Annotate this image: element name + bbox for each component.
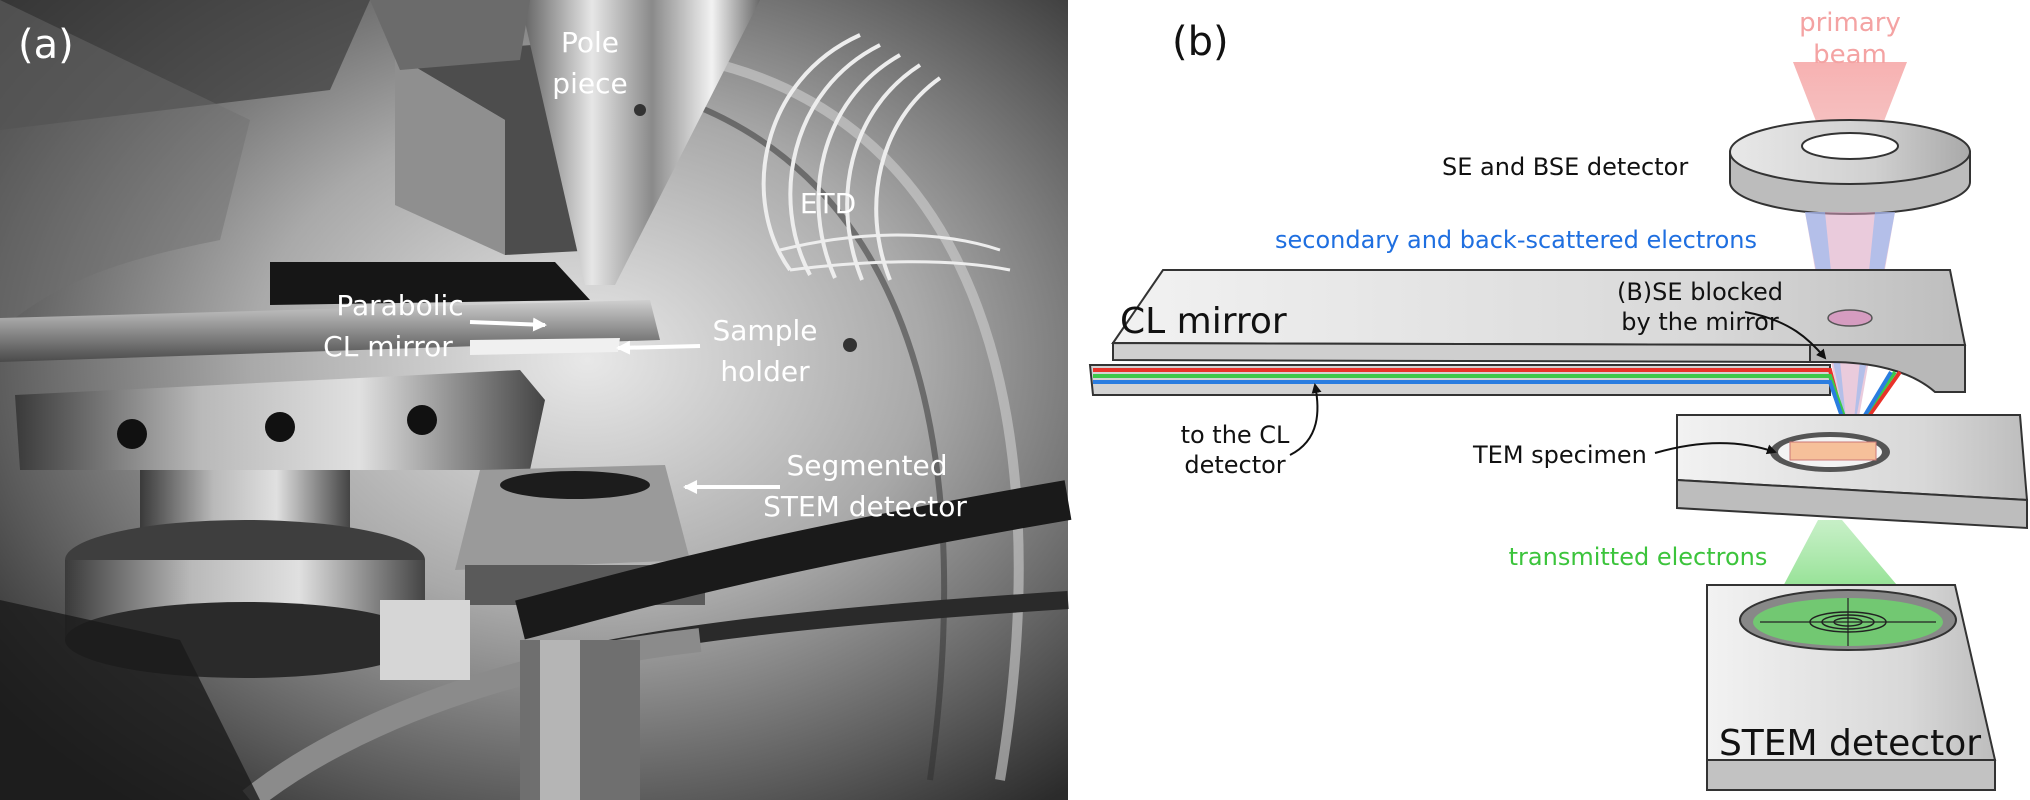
mirror-arrow — [469, 317, 547, 332]
to-cl-label-line1: to the CL — [1181, 421, 1290, 449]
panel-b-label: (b) — [1172, 19, 1229, 65]
etd-cage — [761, 33, 1011, 281]
blocked-label-line2: by the mirror — [1621, 308, 1779, 336]
mirror-label-line2: CL mirror — [323, 330, 453, 363]
stem-label-line2: STEM detector — [763, 490, 967, 523]
cl-mirror — [1088, 269, 1967, 396]
stem-label-line1: Segmented — [787, 449, 948, 482]
blocked-arrow — [1744, 311, 1827, 360]
transmitted-label: transmitted electrons — [1509, 543, 1768, 571]
primary-beam-label-line2: beam — [1813, 40, 1887, 70]
holder-label-line2: holder — [720, 355, 810, 388]
panel-a-photo — [0, 0, 1072, 800]
to-cl-arrow — [1289, 383, 1322, 456]
primary-beam-label-line1: primary — [1799, 8, 1901, 38]
pole-piece-label-line2: piece — [552, 67, 627, 100]
to-cl-label-line2: detector — [1184, 451, 1285, 479]
se-bse-detector-label: SE and BSE detector — [1442, 153, 1688, 181]
panel-a-label: (a) — [18, 22, 74, 68]
pole-piece — [370, 0, 760, 285]
etd-label: ETD — [800, 187, 856, 220]
panel-a-labels: (a) Pole piece ETD Parabolic CL mirror S… — [18, 22, 967, 523]
mirror-label-line1: Parabolic — [336, 289, 463, 322]
holder-label-line1: Sample — [713, 314, 818, 347]
blocked-label-line1: (B)SE blocked — [1617, 278, 1783, 306]
secondary-electrons-label: secondary and back-scattered electrons — [1275, 226, 1757, 254]
holder-arrow — [616, 340, 701, 355]
tem-specimen-label: TEM specimen — [1472, 441, 1647, 469]
cl-mirror-label: CL mirror — [1120, 301, 1287, 342]
stem-detector-label: STEM detector — [1719, 723, 1981, 764]
pole-piece-label-line1: Pole — [561, 26, 619, 59]
se-bse-detector — [1729, 119, 1971, 215]
stem-detector — [1706, 584, 1997, 791]
tem-specimen-arrow — [1654, 442, 1777, 455]
tem-specimen-plate — [1676, 414, 2029, 530]
